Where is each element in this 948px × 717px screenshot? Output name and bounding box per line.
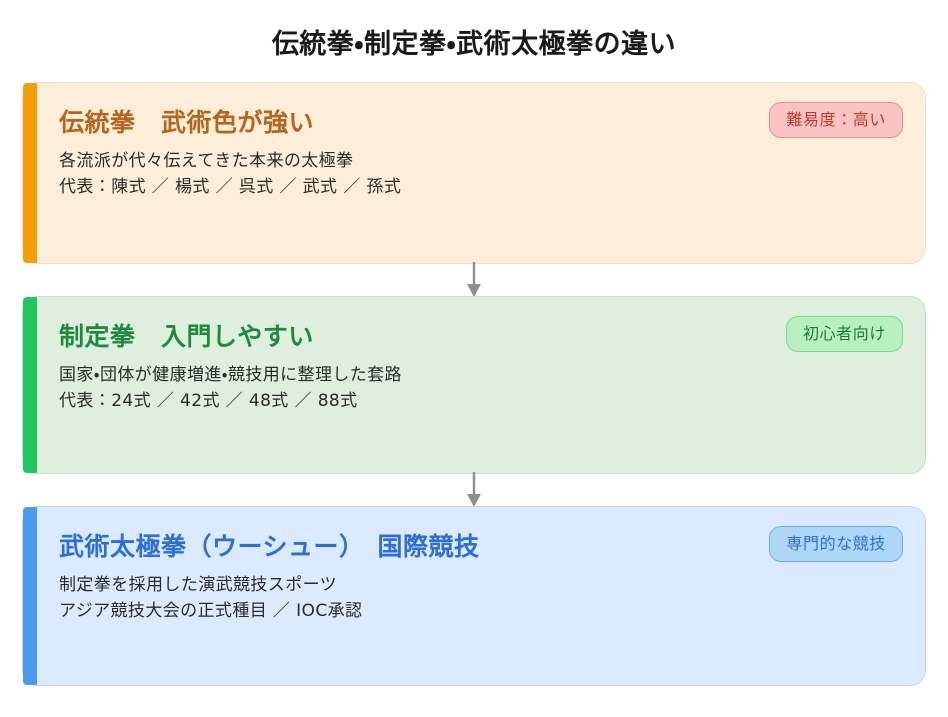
page-title: 伝統拳・制定拳・武術太極拳の違い [271,29,677,60]
card-seiteiken[interactable]: 初心者向け 制定拳 入門しやすい 国家・団体が健康増進・競技用に整理した套路 代… [22,295,926,474]
card-bujutsu-taikyokuken-heading: 武術太極拳（ウーシュー） 国際競技 [59,531,480,561]
card-seiteiken-line-2: 代表：24式 ／ 42式 ／ 48式 ／ 88式 [59,391,358,412]
card-bujutsu-taikyokuken[interactable]: 専門的な競技 武術太極拳（ウーシュー） 国際競技 制定拳を採用した演武競技スポー… [22,505,926,686]
card-bujutsu-taikyokuken-line-1: 制定拳を採用した演武競技スポーツ [59,575,338,595]
card-seiteiken-badge[interactable]: 初心者向け [785,315,903,352]
card-seiteiken-body: 国家・団体が健康増進・競技用に整理した套路 代表：24式 ／ 42式 ／ 48式… [59,362,899,415]
card-dentoken-body: 各流派が代々伝えてきた本来の太極拳 代表：陳式 ／ 楊式 ／ 呉式 ／ 武式 ／… [59,148,899,201]
card-dentoken-accent-bar [23,82,37,263]
card-bujutsu-taikyokuken-accent-bar [23,506,37,685]
card-seiteiken-heading: 制定拳 入門しやすい [59,321,314,351]
card-dentoken-heading: 伝統拳 武術色が強い [59,107,315,137]
card-dentoken-line-2: 代表：陳式 ／ 楊式 ／ 呉式 ／ 武式 ／ 孫式 [59,177,402,198]
card-dentoken-badge[interactable]: 難易度：高い [769,101,903,138]
arrow-card2-to-card3 [22,471,926,507]
card-dentoken-line-1: 各流派が代々伝えてきた本来の太極拳 [59,151,354,171]
card-bujutsu-taikyokuken-badge[interactable]: 専門的な競技 [769,525,903,562]
arrow-down-icon [467,261,481,297]
card-bujutsu-taikyokuken-body: 制定拳を採用した演武競技スポーツ アジア競技大会の正式種目 ／ IOC承認 [59,572,899,625]
arrow-card1-to-card2 [22,261,926,297]
flow-diagram: 難易度：高い 伝統拳 武術色が強い 各流派が代々伝えてきた本来の太極拳 代表：陳… [0,62,948,686]
card-dentoken[interactable]: 難易度：高い 伝統拳 武術色が強い 各流派が代々伝えてきた本来の太極拳 代表：陳… [22,81,926,264]
card-seiteiken-accent-bar [23,296,37,473]
arrow-down-icon [467,471,481,507]
card-seiteiken-line-1: 国家・団体が健康増進・競技用に整理した套路 [59,365,402,385]
card-bujutsu-taikyokuken-line-2: アジア競技大会の正式種目 ／ IOC承認 [59,601,363,622]
